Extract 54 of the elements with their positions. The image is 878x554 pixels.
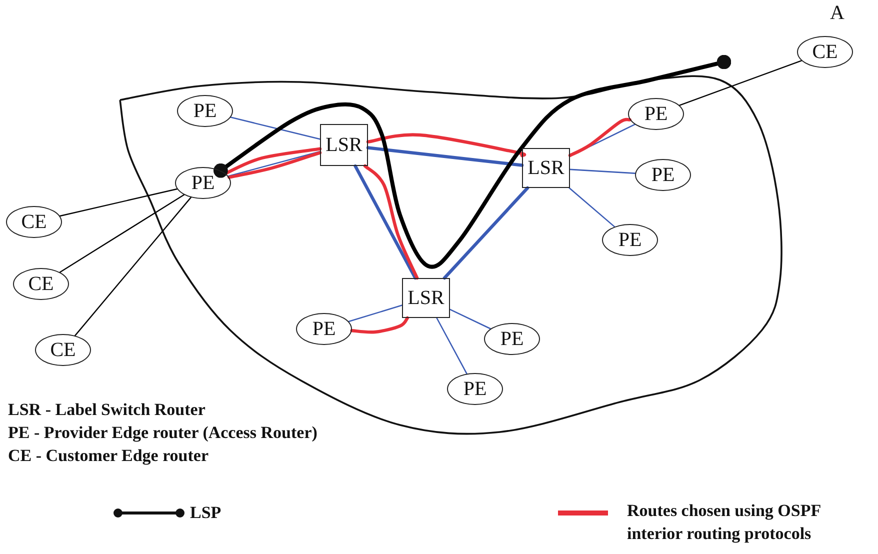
router-ellipse xyxy=(175,167,231,199)
router-ellipse xyxy=(797,36,853,68)
node-label: CE xyxy=(50,340,76,360)
router-ellipse xyxy=(6,206,62,238)
node-label: PE xyxy=(651,165,675,185)
router-ellipse xyxy=(35,334,91,366)
abbreviation-note: LSR - Label Switch Router xyxy=(8,400,206,420)
node-label: PE xyxy=(618,230,642,250)
router-ellipse xyxy=(296,313,352,345)
link-line xyxy=(569,168,636,174)
link-line xyxy=(230,116,321,140)
link-line xyxy=(568,187,616,228)
link-line xyxy=(442,186,530,280)
node-label: CE xyxy=(21,212,47,232)
lsp-path xyxy=(214,54,732,269)
node-label: LSR xyxy=(326,135,362,155)
link-line xyxy=(74,196,192,336)
link-line xyxy=(678,60,802,106)
node-label: PE xyxy=(312,319,336,339)
link-line xyxy=(436,317,468,374)
router-box xyxy=(402,278,450,318)
router-ellipse xyxy=(484,323,540,355)
link-line xyxy=(59,188,178,217)
link-line xyxy=(348,304,403,322)
link-line xyxy=(350,316,410,334)
router-ellipse xyxy=(13,268,69,300)
link-line xyxy=(366,146,524,167)
node-label: PE xyxy=(500,329,524,349)
router-ellipse xyxy=(177,95,233,127)
abbreviation-note: CE - Customer Edge router xyxy=(8,446,209,466)
router-ellipse xyxy=(635,159,691,191)
legend-label: LSP xyxy=(190,502,222,524)
link-line xyxy=(363,164,419,280)
link-line xyxy=(449,308,492,330)
link-line xyxy=(59,194,185,273)
router-ellipse xyxy=(628,98,684,130)
router-ellipse xyxy=(447,373,503,405)
link-line xyxy=(568,118,632,158)
node-label: LSR xyxy=(408,288,444,308)
node-label: CE xyxy=(812,42,838,62)
node-label: PE xyxy=(193,101,217,121)
abbreviation-note: PE - Provider Edge router (Access Router) xyxy=(8,423,318,443)
node-label: CE xyxy=(28,274,54,294)
node-label: PE xyxy=(644,104,668,124)
node-label: PE xyxy=(191,173,215,193)
point-label: A xyxy=(830,2,844,25)
link-line xyxy=(366,133,526,158)
node-label: LSR xyxy=(528,158,564,178)
router-box xyxy=(320,124,368,166)
router-ellipse xyxy=(602,224,658,256)
router-box xyxy=(522,148,570,188)
node-label: PE xyxy=(463,379,487,399)
link-line xyxy=(354,164,417,280)
legend-label: Routes chosen using OSPF interior routing protocols xyxy=(627,500,822,545)
